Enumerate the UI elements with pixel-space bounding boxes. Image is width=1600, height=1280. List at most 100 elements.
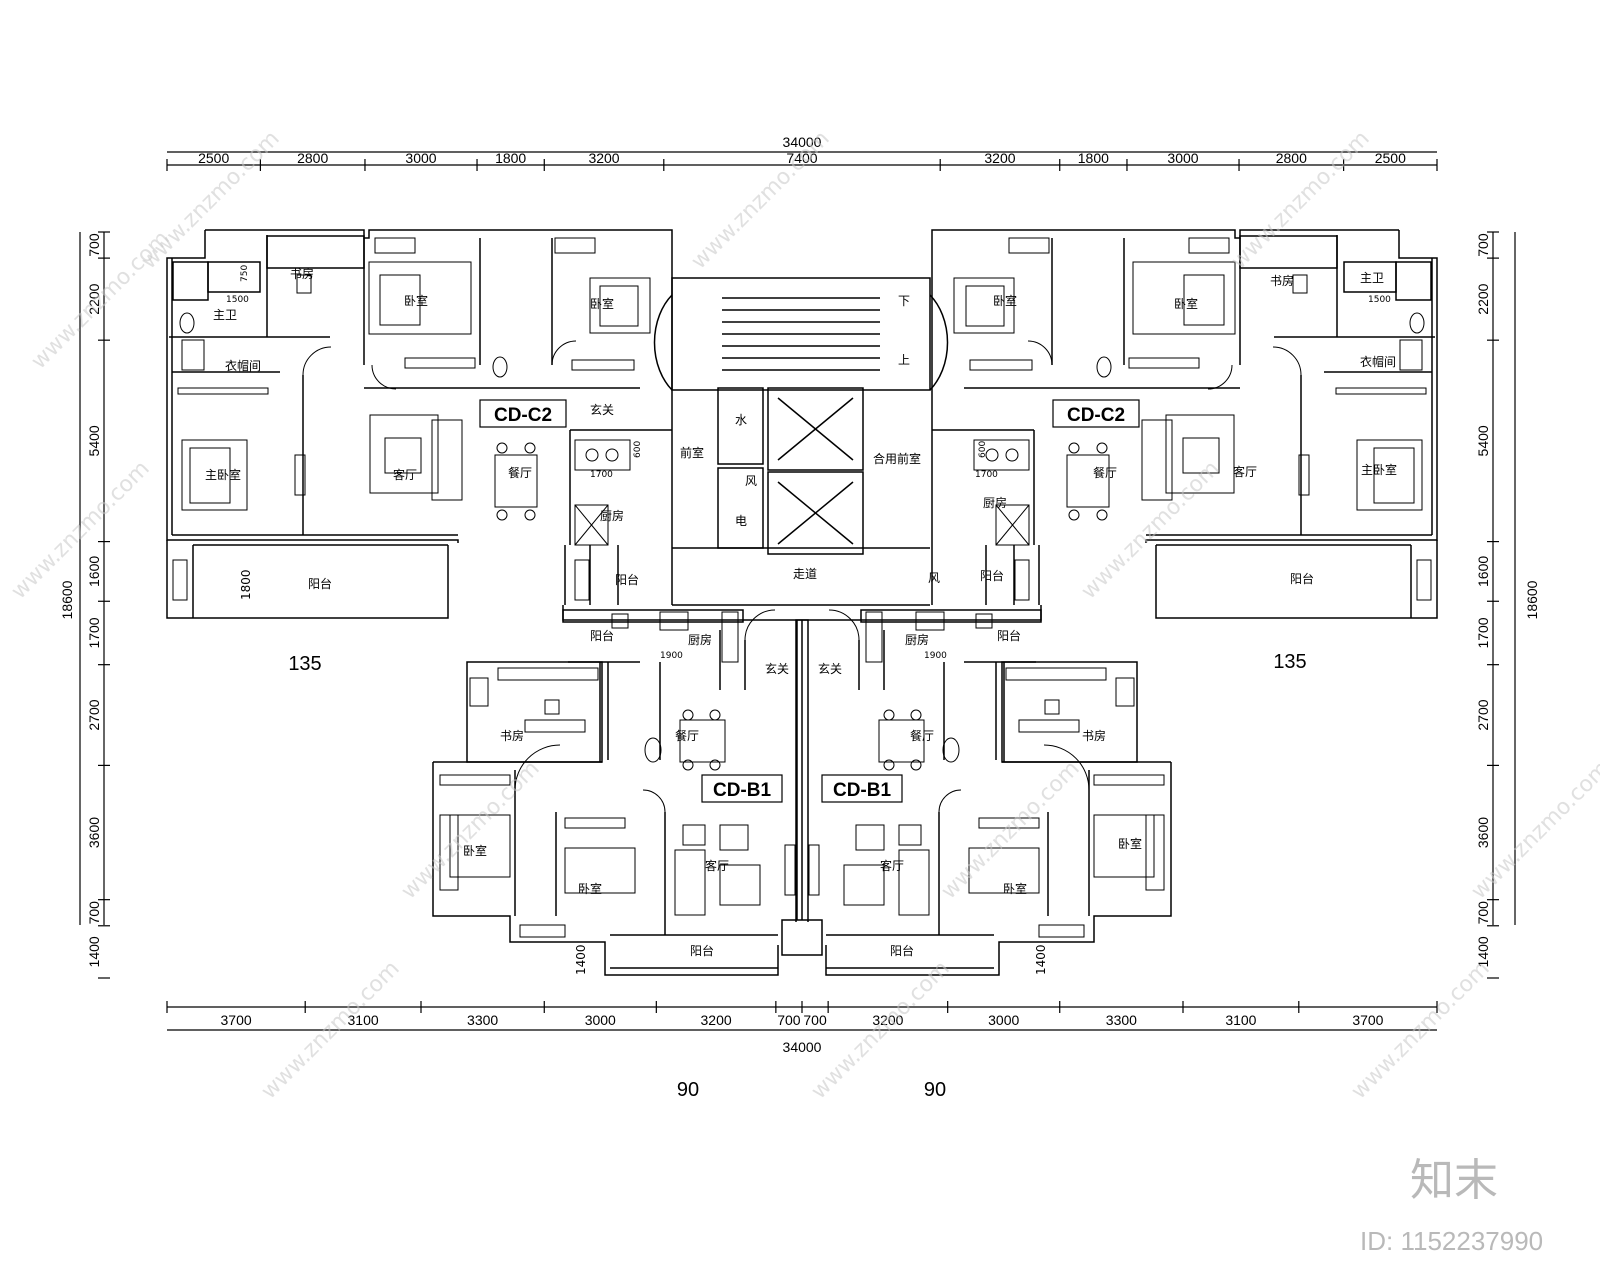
- room-bed1-c2-r: 卧室: [993, 293, 1017, 308]
- dim-b1-kitchen-r: 1900: [924, 651, 947, 661]
- unit-tag-b1-right-label: CD-B1: [833, 780, 891, 801]
- top_dims-0: 2500: [198, 150, 229, 166]
- top_dims-8: 3000: [1167, 150, 1198, 166]
- watermark-site-2: www.znzmo.com: [137, 126, 285, 274]
- room-balcony-b1-l: 阳台: [590, 628, 614, 643]
- bottom_dims-5: 700: [777, 1012, 801, 1028]
- overall-width-bottom: 34000: [783, 1039, 822, 1055]
- overall-width-top: 34000: [783, 134, 822, 150]
- room-bed1-c2-l: 卧室: [404, 293, 428, 308]
- left_dims-4: 1700: [86, 617, 102, 648]
- room-living-c2-l: 客厅: [393, 467, 417, 482]
- unit-tag-b1-right: CD-B1: [821, 774, 903, 803]
- right_dims-8: 1400: [1475, 936, 1491, 967]
- room-living-b1-l: 客厅: [705, 858, 729, 873]
- bottom-dimension-chain: [166, 1001, 1438, 1031]
- unit-tag-c2-left: CD-C2: [479, 399, 567, 428]
- room-bed1-b1-l: 卧室: [463, 843, 487, 858]
- left_dims-1: 2200: [86, 283, 102, 314]
- left-dimension-chain: [79, 231, 110, 979]
- room-dining-c2-r: 餐厅: [1093, 465, 1117, 480]
- label-elec-shaft: 电: [735, 514, 747, 528]
- room-bed2-b1-l: 卧室: [578, 881, 602, 896]
- left_dims-8: 1400: [86, 936, 102, 967]
- room-balcony2-c2-r: 阳台: [980, 568, 1004, 583]
- room-living-c2-r: 客厅: [1233, 464, 1257, 479]
- bottom_dims-9: 3300: [1106, 1012, 1137, 1028]
- right_dims-6: 3600: [1475, 817, 1491, 848]
- unit-tag-b1-left: CD-B1: [701, 774, 783, 803]
- room-foyer-b1-r: 玄关: [818, 661, 842, 676]
- dim-kitchen-depth-r: 600: [978, 441, 988, 458]
- left_dims-5: 2700: [86, 699, 102, 730]
- bottom_dims-3: 3000: [585, 1012, 616, 1028]
- room-study-b1-r: 书房: [1082, 728, 1106, 743]
- room-bed1-b1-r: 卧室: [1118, 836, 1142, 851]
- left_dims-2: 5400: [86, 425, 102, 456]
- dim-b1-kitchen-l: 1900: [660, 651, 683, 661]
- right_dims-1: 2200: [1475, 283, 1491, 314]
- room-study-c2-r: 书房: [1270, 273, 1294, 288]
- room-closet-c2-l: 衣帽间: [225, 358, 261, 373]
- unit-tag-c2-left-label: CD-C2: [494, 405, 552, 426]
- unit-b1-right-walls: [795, 605, 1172, 976]
- label-wind-shaft-2: 风: [928, 571, 940, 585]
- room-balcony-c2-r: 阳台: [1290, 571, 1314, 586]
- left_dims-3: 1600: [86, 556, 102, 587]
- room-study-b1-l: 书房: [500, 728, 524, 743]
- dim-bath-depth-l: 750: [240, 265, 250, 282]
- bottom_dims-2: 3300: [467, 1012, 498, 1028]
- bottom_dims-7: 3200: [872, 1012, 903, 1028]
- top_dims-3: 1800: [495, 150, 526, 166]
- area-b1-right: 90: [924, 1079, 946, 1101]
- label-water-shaft: 水: [735, 413, 747, 427]
- label-front-room: 前室: [680, 445, 704, 460]
- label-corridor: 走道: [793, 567, 817, 581]
- top-dimension-chain: [166, 151, 1438, 171]
- bottom_dims-0: 3700: [221, 1012, 252, 1028]
- overall-width-top-label: 34000: [783, 134, 822, 150]
- room-kitchen-c2-l: 厨房: [600, 508, 624, 523]
- area-c2-left: 135: [288, 653, 321, 675]
- unit-b1-left-walls: [432, 605, 809, 976]
- room-kitchen-b1-r: 厨房: [905, 632, 929, 647]
- furniture-right: [808, 237, 1432, 938]
- right_dims-0: 700: [1475, 233, 1491, 257]
- overall-depth-right: 18600: [1524, 580, 1540, 619]
- dim-kitchen-depth-l: 600: [633, 441, 643, 458]
- unit-tag-b1-left-label: CD-B1: [713, 780, 771, 801]
- dim-kitchen-l: 1700: [590, 470, 613, 480]
- area-c2-right: 135: [1273, 651, 1306, 673]
- room-bath-c2-l: 主卫: [213, 308, 237, 322]
- label-wind-shaft: 风: [745, 474, 757, 488]
- watermark-site-3: www.znzmo.com: [687, 126, 835, 274]
- room-bed2-c2-r: 卧室: [1174, 296, 1198, 311]
- dim-b1-balcony-r: 1400: [1034, 944, 1048, 975]
- overall-width-bottom-label: 34000: [783, 1039, 822, 1055]
- furniture-left: [172, 237, 796, 938]
- left_dims-7: 700: [86, 901, 102, 925]
- watermark-site-5: www.znzmo.com: [7, 456, 155, 604]
- room-living-b1-r: 客厅: [880, 858, 904, 873]
- room-kitchen-b1-l: 厨房: [688, 632, 712, 647]
- dim-b1-balcony-l: 1400: [574, 944, 588, 975]
- room-dining-b1-r: 餐厅: [910, 728, 934, 743]
- dim-balcony-depth: 1800: [239, 569, 253, 600]
- bottom_dims-8: 3000: [988, 1012, 1019, 1028]
- unit-c2-right-walls: [931, 229, 1438, 619]
- unit-tag-c2-right-label: CD-C2: [1067, 405, 1125, 426]
- room-master-c2-l: 主卧室: [205, 467, 241, 482]
- room-foyer-c2-l: 玄关: [590, 402, 614, 417]
- bottom_dims-10: 3100: [1225, 1012, 1256, 1028]
- room-balcony2-b1-r: 阳台: [890, 943, 914, 958]
- room-closet-c2-r: 衣帽间: [1360, 354, 1396, 369]
- label-stair-down: 下: [898, 294, 910, 308]
- unit-tag-c2-right: CD-C2: [1052, 399, 1140, 428]
- dim-bath-r: 1500: [1368, 295, 1391, 305]
- room-foyer-b1-l: 玄关: [765, 661, 789, 676]
- bottom_dims-4: 3200: [701, 1012, 732, 1028]
